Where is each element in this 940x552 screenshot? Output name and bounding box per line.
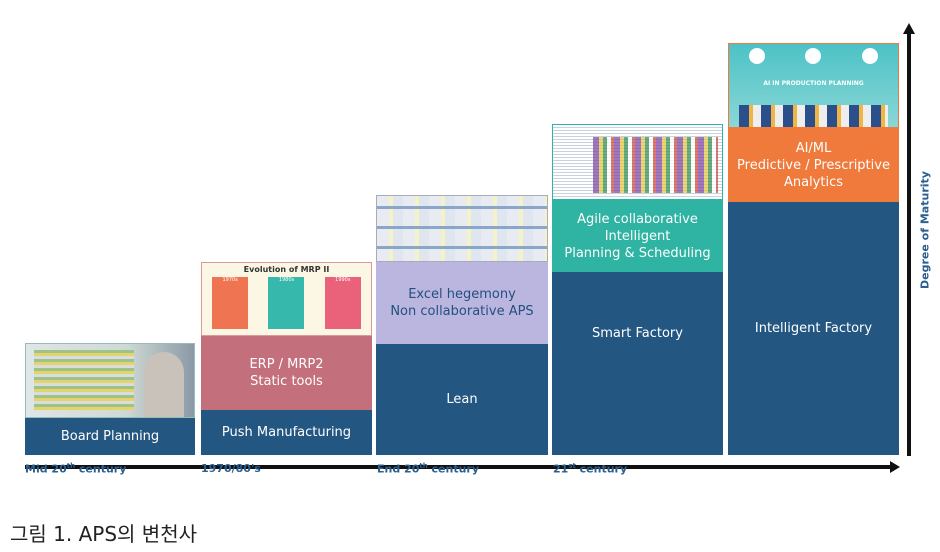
analytics-icon — [805, 48, 822, 64]
badge-1980s: 1980s — [268, 277, 305, 329]
stage-upper-label: Agile collaborative Intelligent Planning… — [552, 200, 723, 272]
timeline-label: 1970/80's — [201, 462, 261, 475]
badge-1970s: 1970s — [212, 277, 249, 329]
vision-icon — [861, 48, 878, 64]
time-axis — [25, 465, 893, 469]
timeline-label: 21st century — [553, 462, 628, 476]
stage-upper-label: Excel hegemony Non collaborative APS — [376, 262, 548, 344]
mrp-evolution-image: Evolution of MRP II 1970s 1980s 1990s — [201, 262, 372, 336]
badge-1990s: 1990s — [324, 277, 361, 329]
stage-push-manufacturing: Evolution of MRP II 1970s 1980s 1990s ER… — [201, 262, 372, 455]
stage-base-label: Board Planning — [25, 418, 195, 455]
board-planning-photo — [25, 343, 195, 418]
stage-intelligent-factory: AI IN PRODUCTION PLANNING AI/ML Predicti… — [728, 43, 899, 455]
stage-board-planning: Board Planning — [25, 343, 195, 455]
ai-production-image: AI IN PRODUCTION PLANNING — [728, 43, 899, 128]
timeline-label: End 20th century — [377, 462, 480, 476]
stage-smart-factory: Agile collaborative Intelligent Planning… — [552, 124, 723, 455]
mrp-image-title: Evolution of MRP II — [243, 265, 330, 274]
stage-lean: Excel hegemony Non collaborative APS Lea… — [376, 195, 548, 455]
excel-screenshot — [376, 195, 548, 262]
time-axis-arrow-icon — [890, 461, 900, 473]
stage-base-label: Smart Factory — [552, 272, 723, 455]
stage-base-label: Intelligent Factory — [728, 202, 899, 455]
machine-learning-icon — [749, 48, 766, 64]
stage-base-label: Push Manufacturing — [201, 410, 372, 455]
maturity-axis — [907, 32, 911, 456]
stage-upper-label: ERP / MRP2 Static tools — [201, 336, 372, 410]
maturity-axis-label: Degree of Maturity — [918, 171, 932, 289]
figure-caption: 그림 1. APS의 변천사 — [10, 522, 197, 546]
stage-upper-label: AI/ML Predictive / Prescriptive Analytic… — [728, 128, 899, 202]
timeline-label: Mid 20th century — [25, 462, 127, 476]
stage-base-label: Lean — [376, 344, 548, 455]
ai-image-title: AI IN PRODUCTION PLANNING — [763, 80, 864, 87]
maturity-axis-arrow-icon — [903, 23, 915, 34]
gantt-screenshot — [552, 124, 723, 200]
